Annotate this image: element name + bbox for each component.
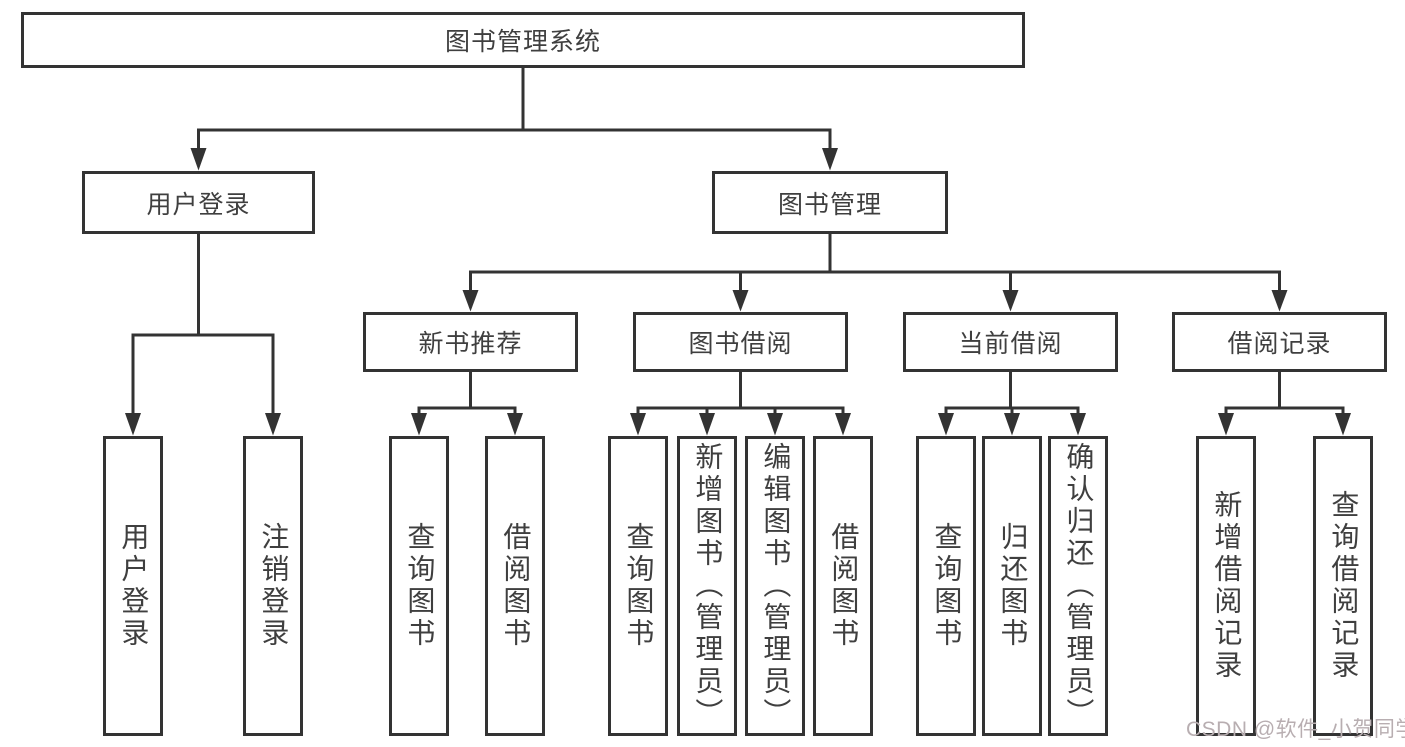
node-label: 借阅图书 xyxy=(500,522,532,650)
arrow-down-icon xyxy=(630,413,646,436)
node-label: 编辑图书（管理员） xyxy=(760,442,792,730)
arrow-down-icon xyxy=(190,148,207,171)
node-borrowing-records: 借阅记录 xyxy=(1172,312,1387,372)
node-current-borrowing: 当前借阅 xyxy=(903,312,1118,372)
node-label: 用户登录 xyxy=(118,522,150,650)
node-label: 注销登录 xyxy=(258,522,290,650)
node-book-management: 图书管理 xyxy=(712,171,948,234)
node-label: 借阅图书 xyxy=(828,522,860,650)
leaf-current-query-books: 查询图书 xyxy=(916,436,976,736)
node-label: 用户登录 xyxy=(146,190,251,219)
arrow-down-icon xyxy=(1335,413,1351,436)
node-label: 查询图书 xyxy=(931,522,963,650)
arrow-down-icon xyxy=(1271,290,1288,312)
leaf-edit-books-admin: 编辑图书（管理员） xyxy=(745,436,805,736)
leaf-add-borrow-record: 新增借阅记录 xyxy=(1196,436,1256,736)
arrow-down-icon xyxy=(507,413,523,436)
node-label: 确认归还（管理员） xyxy=(1063,442,1095,730)
leaf-new-book-query-books: 查询图书 xyxy=(389,436,449,736)
arrow-down-icon xyxy=(699,413,715,436)
arrow-down-icon xyxy=(265,413,281,436)
node-label: 图书借阅 xyxy=(688,330,793,358)
leaf-logout: 注销登录 xyxy=(243,436,303,736)
node-label: 查询图书 xyxy=(404,522,436,650)
node-label: 新增图书（管理员） xyxy=(692,442,724,730)
node-label: 图书管理 xyxy=(777,190,882,219)
arrow-down-icon xyxy=(822,148,838,171)
leaf-add-books-admin: 新增图书（管理员） xyxy=(677,436,737,736)
node-label: 图书管理系统 xyxy=(444,28,601,56)
node-label: 查询借阅记录 xyxy=(1328,490,1360,682)
arrow-down-icon xyxy=(125,413,141,436)
leaf-borrow-books: 借阅图书 xyxy=(813,436,873,736)
leaf-return-books: 归还图书 xyxy=(982,436,1042,736)
arrow-down-icon xyxy=(411,413,427,436)
arrow-down-icon xyxy=(938,413,954,436)
leaf-new-book-borrow-books: 借阅图书 xyxy=(485,436,545,736)
arrow-down-icon xyxy=(1070,413,1086,436)
leaf-confirm-return-admin: 确认归还（管理员） xyxy=(1048,436,1108,736)
arrow-down-icon xyxy=(767,413,783,436)
csdn-watermark: CSDN @软件_小贺同学 xyxy=(1186,718,1405,741)
node-book-borrowing: 图书借阅 xyxy=(633,312,848,372)
leaf-borrow-query-books: 查询图书 xyxy=(608,436,668,736)
node-label: 查询图书 xyxy=(623,522,655,650)
node-label: 新增借阅记录 xyxy=(1211,490,1243,682)
node-label: 借阅记录 xyxy=(1227,330,1332,358)
arrow-down-icon xyxy=(732,290,749,312)
node-label: 归还图书 xyxy=(997,522,1029,650)
node-label: 新书推荐 xyxy=(418,330,523,358)
arrow-down-icon xyxy=(462,290,479,312)
leaf-query-borrow-record: 查询借阅记录 xyxy=(1313,436,1373,736)
node-library-management-system: 图书管理系统 xyxy=(21,12,1025,68)
node-user-login: 用户登录 xyxy=(82,171,315,234)
arrowheads xyxy=(125,148,1351,436)
arrow-down-icon xyxy=(1004,413,1020,436)
arrow-down-icon xyxy=(1218,413,1234,436)
node-label: 当前借阅 xyxy=(958,330,1063,358)
node-new-book-recommendation: 新书推荐 xyxy=(363,312,578,372)
leaf-user-login: 用户登录 xyxy=(103,436,163,736)
arrow-down-icon xyxy=(1002,290,1019,312)
arrow-down-icon xyxy=(835,413,851,436)
